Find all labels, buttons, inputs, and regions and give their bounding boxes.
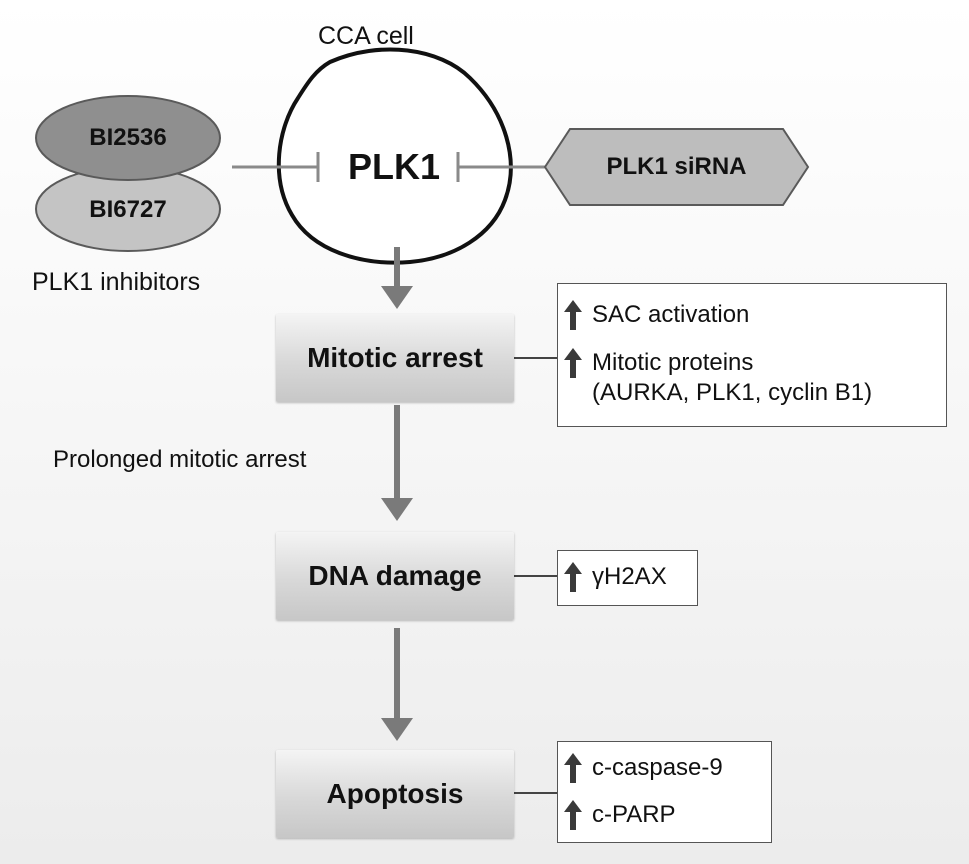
up-arrow-icon [564, 300, 582, 330]
up-arrow-icon [564, 753, 582, 783]
effect-sac-activation-text: SAC activation [592, 301, 750, 328]
prolonged-arrest-label: Prolonged mitotic arrest [53, 446, 307, 473]
effect-c-parp-text: c-PARP [592, 801, 676, 828]
step-mitotic-arrest: Mitotic arrest [276, 314, 514, 402]
plk1-target-label: PLK1 [348, 146, 441, 187]
cell-outline [276, 47, 513, 265]
effect-mitotic-proteins: Mitotic proteins (AURKA, PLK1, cyclin B1… [564, 348, 872, 408]
apoptosis-effects-box: c-caspase-9 c-PARP [557, 741, 772, 843]
effect-mitotic-proteins-text: Mitotic proteins (AURKA, PLK1, cyclin B1… [592, 349, 873, 406]
sirna-hexagon [543, 128, 810, 206]
mitotic-effects-box: SAC activation Mitotic proteins (AURKA, … [557, 283, 947, 427]
step-dna-damage: DNA damage [276, 532, 514, 620]
inhibitors-caption: PLK1 inhibitors [32, 268, 201, 296]
sirna-label: PLK1 siRNA [606, 153, 747, 180]
dna-effects-box: γH2AX [557, 550, 698, 606]
up-arrow-icon [564, 562, 582, 592]
effect-sac-activation: SAC activation [564, 300, 749, 330]
effect-c-caspase-9-text: c-caspase-9 [592, 754, 723, 781]
effect-c-caspase-9: c-caspase-9 [564, 753, 723, 783]
effect-gh2ax-text: γH2AX [592, 563, 667, 590]
effect-gh2ax: γH2AX [564, 562, 667, 592]
drug-bi6727-label: BI6727 [89, 196, 167, 223]
drug-bi2536-label: BI2536 [89, 124, 167, 151]
effect-c-parp: c-PARP [564, 800, 676, 830]
up-arrow-icon [564, 800, 582, 830]
step-apoptosis: Apoptosis [276, 750, 514, 838]
up-arrow-icon [564, 348, 582, 378]
cell-label: CCA cell [318, 22, 414, 50]
arrow-mitotic-to-dna [381, 405, 413, 521]
arrow-cell-to-mitotic [381, 247, 413, 309]
inhibitor-ellipse-top [35, 95, 221, 181]
arrow-dna-to-apoptosis [381, 628, 413, 741]
